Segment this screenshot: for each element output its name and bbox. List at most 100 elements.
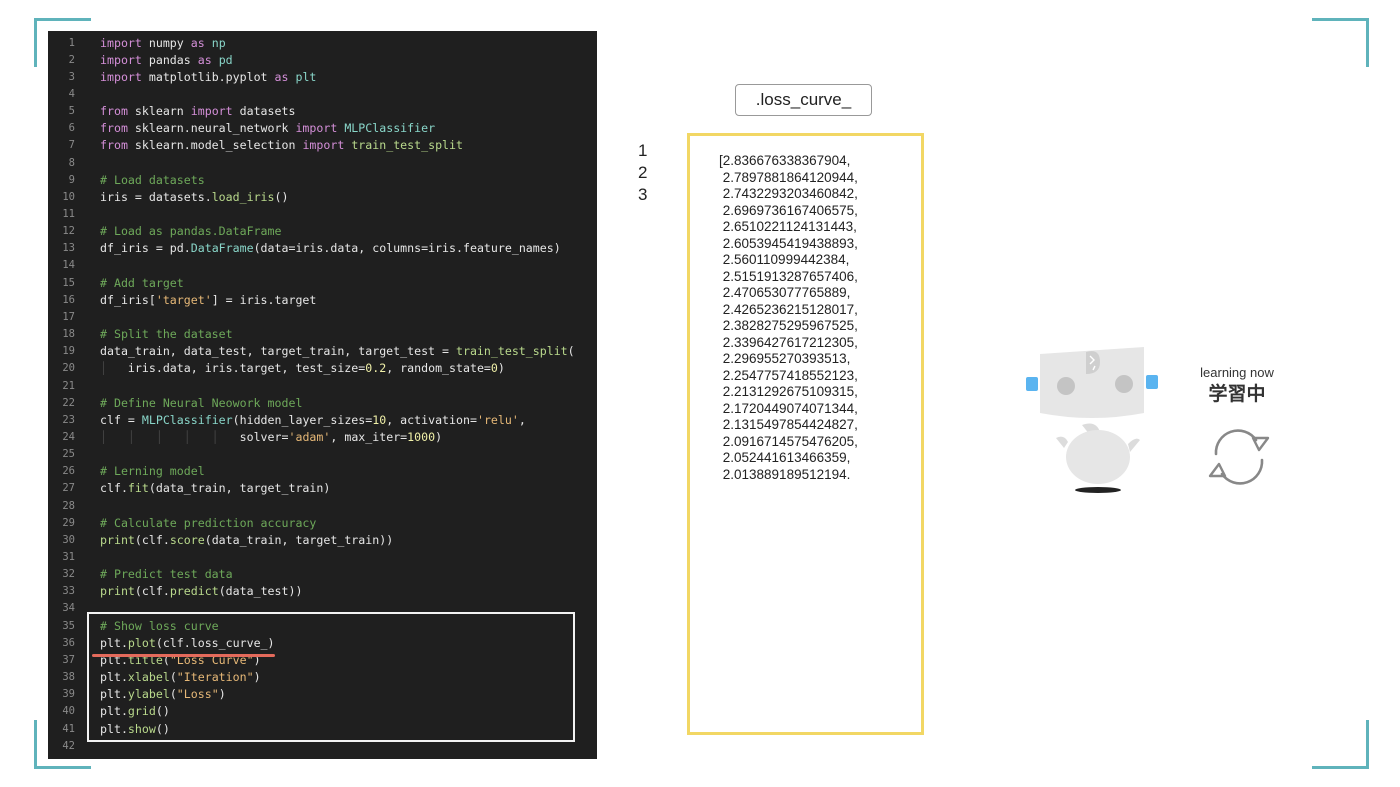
frame-corner-top-left <box>34 18 91 67</box>
loss-value: 2.7897881864120944, <box>719 169 858 185</box>
robot-icon <box>1026 347 1158 493</box>
refresh-icon <box>1208 429 1270 485</box>
loss-value: 2.6053945419438893, <box>719 235 858 251</box>
loss-curve-underline <box>92 654 275 657</box>
line-number: 23 <box>62 413 75 426</box>
loss-value: 2.7432293203460842, <box>719 186 858 201</box>
line-number: 19 <box>62 345 75 358</box>
line-number: 39 <box>62 688 75 701</box>
line-number: 1 <box>68 36 75 49</box>
loss-value: 2.5151913287657406, <box>719 268 858 284</box>
frame-corner-top-right <box>1312 18 1369 67</box>
frame-corner-bottom-right <box>1312 720 1369 769</box>
code-line: 32 # Predict test data <box>48 566 597 583</box>
line-number: 14 <box>62 259 75 272</box>
line-number: 24 <box>62 430 75 443</box>
loss-value: 2.296955270393513, <box>719 351 851 366</box>
loss-value: 2.2131292675109315, <box>719 384 858 399</box>
code-line: 34 <box>48 600 597 617</box>
output-line-number: 2 <box>638 163 648 182</box>
line-number: 25 <box>62 448 75 461</box>
code-text: data_train, data_test, target_train, tar… <box>100 344 575 359</box>
line-number: 18 <box>62 328 75 341</box>
code-line: 8 <box>48 155 597 172</box>
line-number: 8 <box>68 156 75 169</box>
loss-value: 2.6510221124131443, <box>719 219 857 234</box>
code-line: 12# Load as pandas.DataFrame <box>48 223 597 240</box>
loss-curve-label: .loss_curve_ <box>735 84 872 116</box>
code-text: # Define Neural Neowork model <box>100 395 303 410</box>
code-line: 35 # Show loss curve <box>48 618 597 635</box>
code-line: 26 # Lerning model <box>48 463 597 480</box>
code-text: # Split the dataset <box>100 327 233 342</box>
code-text: from sklearn import datasets <box>100 104 296 119</box>
code-line: 9# Load datasets <box>48 172 597 189</box>
code-line: 11 <box>48 206 597 223</box>
line-number: 5 <box>68 105 75 118</box>
code-text: plt.ylabel("Loss") <box>100 687 226 702</box>
line-number: 15 <box>62 276 75 289</box>
output-line-numbers: 1 2 3 <box>638 140 647 206</box>
code-text: # Lerning model <box>100 464 205 479</box>
code-line: 7 from sklearn.model_selection import tra… <box>48 137 597 154</box>
code-text: from sklearn.model_selection import trai… <box>100 138 463 153</box>
loss-value: 2.0916714575476205, <box>719 433 858 449</box>
code-text: clf.fit(data_train, target_train) <box>100 481 331 496</box>
line-number: 29 <box>62 516 75 529</box>
learning-status-japanese: 学習中 <box>1208 384 1266 405</box>
code-line: 21 <box>48 378 597 395</box>
code-text: from sklearn.neural_network import MLPCl… <box>100 121 436 136</box>
code-line: 30 print(clf.score(data_train, target_tra… <box>48 532 597 549</box>
line-number: 17 <box>62 310 75 323</box>
line-number: 30 <box>62 533 75 546</box>
line-number: 11 <box>62 208 75 220</box>
output-line-number: 1 <box>638 141 648 160</box>
loss-curve-values: [2.836676338367904, 2.7897881864120944, … <box>719 153 858 483</box>
code-text: # Calculate prediction accuracy <box>100 515 317 530</box>
code-text: iris = datasets.load_iris() <box>100 189 289 204</box>
line-number: 36 <box>62 636 75 649</box>
code-text: # Add target <box>100 275 184 290</box>
line-number: 41 <box>62 722 75 735</box>
line-number: 26 <box>62 465 75 478</box>
line-number: 3 <box>68 70 75 83</box>
code-line: 22# Define Neural Neowork model <box>48 395 597 412</box>
code-line: 5 from sklearn import datasets <box>48 103 597 120</box>
code-text: # Load as pandas.DataFrame <box>100 224 282 239</box>
line-number: 37 <box>62 653 75 666</box>
code-text: plt.xlabel("Iteration") <box>100 670 261 685</box>
line-number: 34 <box>62 602 75 615</box>
code-line: 3 import matplotlib.pyplot as plt <box>48 69 597 86</box>
loss-value: [2.836676338367904, <box>719 153 851 168</box>
line-number: 27 <box>62 482 75 495</box>
code-text: import matplotlib.pyplot as plt <box>100 69 317 84</box>
code-line: 6 from sklearn.neural_network import MLPC… <box>48 120 597 137</box>
line-number: 38 <box>62 671 75 684</box>
code-text: │ iris.data, iris.target, test_size=0.2,… <box>100 361 505 376</box>
line-number: 31 <box>62 551 75 563</box>
code-text: # Show loss curve <box>100 618 219 633</box>
code-line: 4 <box>48 86 597 103</box>
line-number: 6 <box>68 122 75 135</box>
code-text: # Predict test data <box>100 567 233 582</box>
code-line: 27 clf.fit(data_train, target_train) <box>48 480 597 497</box>
code-text: print(clf.score(data_train, target_train… <box>100 532 394 547</box>
frame-corner-bottom-left <box>34 720 91 769</box>
learning-status-label: learning now <box>1200 365 1274 380</box>
line-number: 7 <box>68 139 75 152</box>
loss-value: 2.013889189512194. <box>719 466 851 482</box>
line-number: 32 <box>62 568 75 581</box>
code-line: 15 # Add target <box>48 275 597 292</box>
loss-value: 2.1720449074071344, <box>719 400 858 416</box>
loss-value: 2.2547757418552123, <box>719 367 858 383</box>
line-number: 35 <box>62 619 75 632</box>
